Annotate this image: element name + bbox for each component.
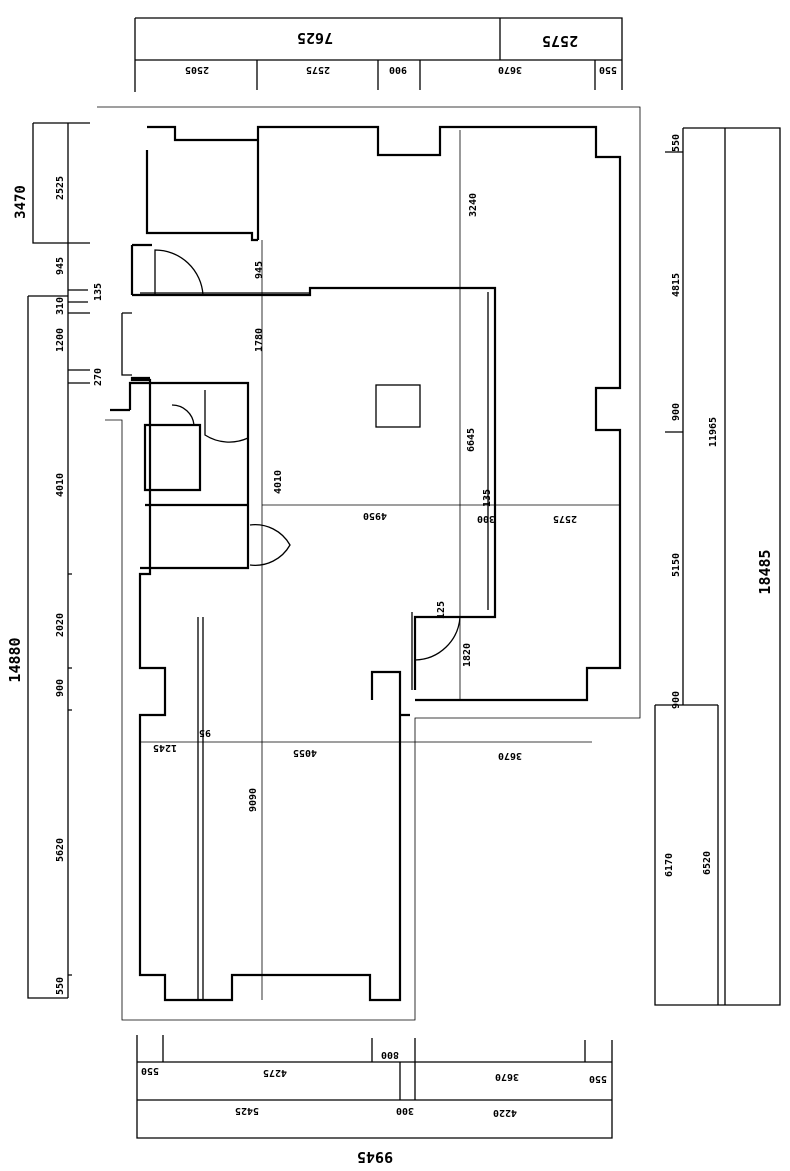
dim-bottom-total: 9945 <box>357 1148 393 1166</box>
right-dimension-chain: 550 4815 900 11965 5150 18485 900 6170 6… <box>654 127 781 1006</box>
dim-left-seg: 945 <box>55 257 66 275</box>
dim-top-seg: 2505 <box>185 64 209 75</box>
dim-top-total-a: 7625 <box>297 29 333 47</box>
dim-interior: 4950 <box>363 510 387 521</box>
dim-left-seg: 1200 <box>55 328 66 352</box>
dim-right-seg: 4815 <box>671 273 682 297</box>
dim-bottom-seg: 4220 <box>493 1107 517 1118</box>
dim-left-seg: 310 <box>55 297 66 315</box>
door-swing <box>414 616 461 661</box>
dim-bottom-seg: 5425 <box>235 1105 259 1116</box>
dim-left-seg: 4010 <box>55 473 66 497</box>
dim-bottom-seg: 300 <box>396 1105 414 1116</box>
dim-top-seg: 3670 <box>498 64 522 75</box>
dim-left-lower-total: 14880 <box>6 637 24 682</box>
dim-bottom-seg: 800 <box>381 1049 399 1060</box>
dim-top-total-b: 2575 <box>542 32 578 50</box>
dim-bottom-seg: 4275 <box>263 1067 287 1078</box>
dim-interior: 9090 <box>248 788 259 812</box>
dim-left-seg: 900 <box>55 679 66 697</box>
dim-interior: 1820 <box>462 643 473 667</box>
dim-left-seg: 2525 <box>55 176 66 200</box>
dim-top-seg: 2575 <box>306 64 330 75</box>
interior-dimension-lines <box>140 130 620 1000</box>
dim-interior: 125 <box>436 601 447 619</box>
left-dimension-chain: 3470 14880 2525 945 310 135 1200 270 401… <box>6 122 104 999</box>
dim-right-seg: 5150 <box>671 553 682 577</box>
dim-interior: 4055 <box>293 747 317 758</box>
walls <box>110 125 622 1002</box>
door-swing <box>171 390 249 443</box>
dim-bottom-seg: 550 <box>141 1065 159 1076</box>
dim-interior: 135 <box>482 489 493 507</box>
dim-right-seg: 900 <box>671 403 682 421</box>
dim-interior: 95 <box>199 727 211 738</box>
dim-interior: 4010 <box>273 470 284 494</box>
dim-top-seg: 900 <box>389 64 407 75</box>
dim-bottom-seg: 3670 <box>495 1071 519 1082</box>
dim-right-upper-total: 11965 <box>708 417 719 447</box>
dim-interior: 3240 <box>468 193 479 217</box>
door-swing <box>249 524 291 566</box>
dim-left-seg: 550 <box>55 977 66 995</box>
dim-right-seg: 900 <box>671 691 682 709</box>
dim-top-seg: 550 <box>599 64 617 75</box>
dim-interior: 300 <box>477 513 495 524</box>
dim-right-seg: 6170 <box>664 853 675 877</box>
dim-interior: 1245 <box>153 742 177 753</box>
dim-left-upper-total: 3470 <box>13 185 29 219</box>
door-swing <box>154 249 204 296</box>
dim-left-seg: 135 <box>93 283 104 301</box>
dim-interior: 945 <box>254 261 265 279</box>
dim-left-seg: 270 <box>93 368 104 386</box>
interior-dimensions: 945 1780 3240 4010 6645 4950 2575 135 30… <box>153 193 577 812</box>
dim-interior: 6645 <box>466 428 477 452</box>
doors <box>154 249 461 661</box>
dim-left-seg: 2020 <box>55 613 66 637</box>
dim-left-seg: 5620 <box>55 838 66 862</box>
dim-interior: 3670 <box>498 750 522 761</box>
column <box>375 384 421 428</box>
dim-right-total: 18485 <box>756 549 774 594</box>
dim-right-seg: 550 <box>671 134 682 152</box>
bottom-dimension-chain: 550 4275 800 3670 550 5425 300 4220 9945 <box>136 1035 613 1166</box>
dim-bottom-seg: 550 <box>589 1073 607 1084</box>
top-dimension-chain: 7625 2575 2505 2575 900 3670 550 <box>134 17 623 92</box>
dim-right-lower-total: 6520 <box>702 851 713 875</box>
dim-interior: 1780 <box>254 328 265 352</box>
site-boundary <box>97 106 641 1021</box>
dim-interior: 2575 <box>553 513 577 524</box>
